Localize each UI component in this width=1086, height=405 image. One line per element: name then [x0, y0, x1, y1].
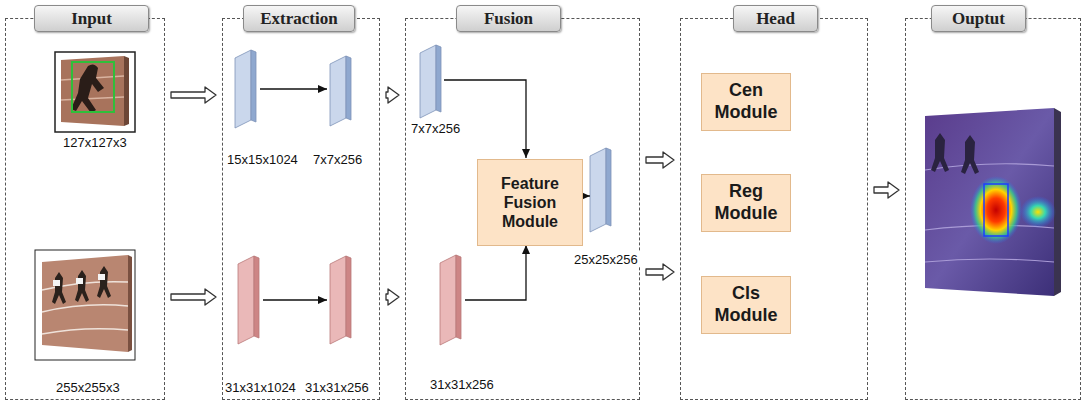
hollow-arrow [646, 152, 674, 168]
hollow-arrow-shape [874, 182, 899, 198]
output-heatmap [1020, 196, 1056, 228]
stage-panel: HeadCen ModuleReg ModuleCls Module [680, 18, 868, 400]
search-image [35, 250, 135, 360]
module-box: Cen Module [701, 73, 791, 131]
feature-slab [440, 255, 461, 345]
hollow-arrow [646, 264, 674, 280]
template-image [124, 56, 129, 126]
module-label: Cen Module [708, 80, 784, 123]
output-heatmap [931, 133, 949, 172]
template-image [71, 64, 104, 113]
feature-slab [330, 56, 346, 126]
module-text-group: Cen Module [708, 80, 784, 123]
search-image [97, 266, 111, 298]
feature-slab [235, 50, 351, 128]
module-label: Feature Fusion Module [484, 174, 576, 232]
feature-slab [436, 45, 441, 112]
template-image [55, 52, 135, 132]
hollow-arrow-shape [646, 152, 674, 168]
stage-panel: Extraction [222, 18, 380, 400]
dimension-label: 15x15x1024 [225, 152, 300, 167]
panel-title: Ouptut [931, 5, 1026, 32]
feature-slab [606, 148, 611, 226]
template-image [55, 52, 135, 132]
hollow-arrow [171, 289, 216, 305]
search-image [52, 272, 66, 304]
feature-slab [235, 50, 251, 128]
feature-slab [238, 256, 254, 344]
hollow-arrow [874, 182, 899, 198]
hollow-arrow-shape [386, 87, 399, 103]
feature-slab [440, 255, 456, 345]
hollow-arrow-shape [386, 289, 399, 305]
dimension-label: 255x255x3 [54, 380, 122, 395]
hollow-arrow-shape [646, 264, 674, 280]
template-image [72, 62, 114, 112]
flow-arrow [263, 299, 327, 300]
dimension-label: 31x31x256 [303, 380, 371, 395]
module-box: Feature Fusion Module [477, 159, 583, 246]
module-label: Cls Module [708, 283, 784, 326]
feature-slab [590, 148, 606, 232]
template-image [61, 56, 124, 126]
output-heatmap [961, 135, 979, 174]
panel-title: Head [733, 5, 818, 32]
feature-slab [251, 50, 256, 122]
module-label: Reg Module [708, 181, 784, 224]
hollow-arrow [171, 87, 216, 103]
module-box: Cls Module [701, 276, 791, 334]
feature-slab [346, 256, 351, 338]
feature-slab [456, 255, 461, 339]
feature-slab [346, 56, 351, 120]
hollow-arrow [386, 87, 399, 103]
search-image [53, 280, 60, 286]
hollow-arrow [386, 289, 399, 305]
feature-slab [330, 256, 346, 344]
feature-slab [420, 45, 436, 118]
module-text-group: Reg Module [708, 181, 784, 224]
dimension-label: 127x127x3 [61, 135, 129, 150]
panel-title: Fusion [456, 5, 561, 32]
stage-panel: Input [5, 18, 165, 400]
search-image [128, 255, 132, 352]
output-heatmap [984, 184, 1008, 236]
module-text-group: Feature Fusion Module [484, 174, 576, 232]
flow-arrow [260, 89, 327, 300]
dimension-label: 7x7x256 [311, 152, 364, 167]
feature-slab [238, 256, 351, 344]
search-image [76, 278, 83, 284]
flow-arrow [444, 80, 526, 158]
dimension-label: 25x25x256 [572, 252, 640, 267]
dimension-label: 31x31x1024 [223, 380, 298, 395]
search-image [75, 270, 89, 302]
hollow-arrow-shape [171, 87, 216, 103]
hollow-arrow-shape [171, 289, 216, 305]
search-image [35, 250, 135, 360]
module-text-group: Cls Module [708, 283, 784, 326]
flow-arrow [260, 88, 327, 89]
output-heatmap [925, 108, 1061, 296]
output-heatmap [1054, 108, 1061, 296]
search-image [98, 274, 105, 280]
stage-panel: FusionFeature Fusion Module [405, 18, 640, 400]
dimension-label: 7x7x256 [409, 121, 462, 136]
search-image [42, 255, 128, 352]
output-heatmap [970, 176, 1022, 244]
panel-title: Extraction [243, 5, 355, 32]
flow-arrow [444, 80, 590, 300]
panel-title: Input [34, 5, 149, 32]
module-box: Reg Module [701, 174, 791, 232]
stage-panel: Ouptut [905, 18, 1081, 400]
flow-arrow [465, 245, 526, 300]
dimension-label: 31x31x256 [428, 377, 496, 392]
feature-slab [254, 256, 259, 338]
